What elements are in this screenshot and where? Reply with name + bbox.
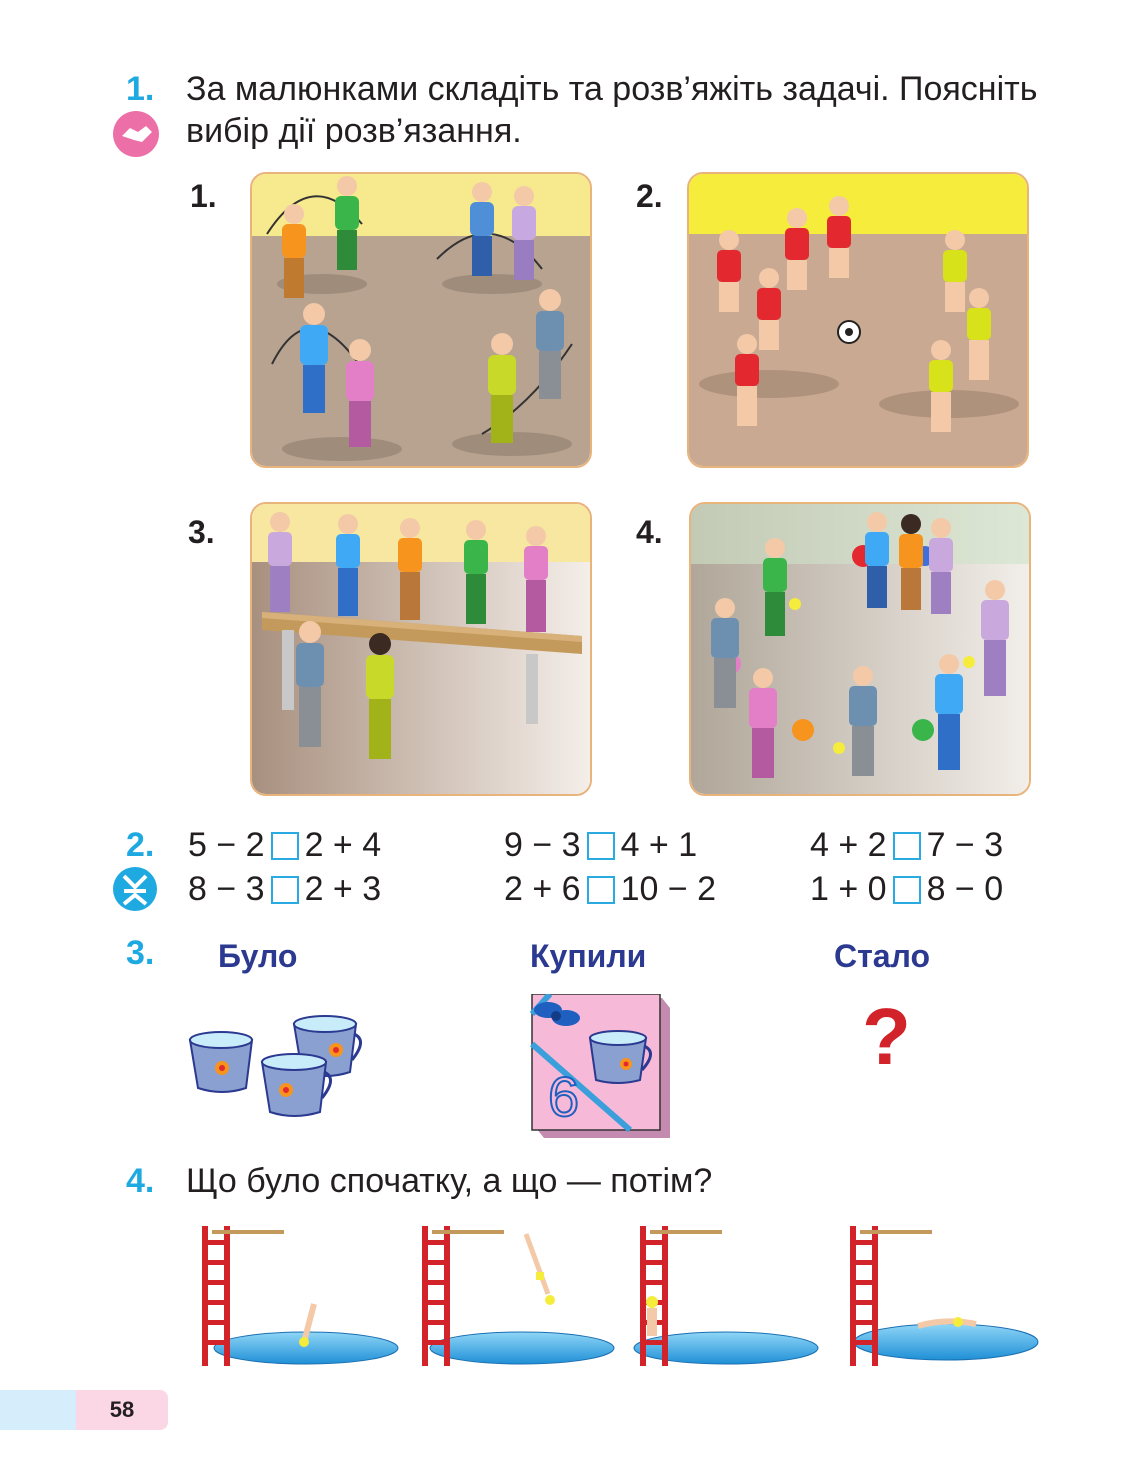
handshake-icon <box>112 110 160 158</box>
expression-5: 2 + 6 10 − 2 <box>504 870 716 909</box>
expression-left: 4 + 2 <box>810 826 887 864</box>
compare-icon <box>112 866 158 912</box>
expression-left: 1 + 0 <box>810 870 887 908</box>
picture-label-3: 3. <box>188 514 215 550</box>
expression-left: 8 − 3 <box>188 870 265 908</box>
task1-text-line1: За малюнками складіть та розв’яжіть зада… <box>186 70 1038 108</box>
expression-right: 2 + 4 <box>304 826 382 864</box>
expression-left: 2 + 6 <box>504 870 581 908</box>
task4-number: 4. <box>126 1162 155 1200</box>
gift-box-number: 6 <box>547 1064 580 1129</box>
cups-illustration <box>186 1010 370 1122</box>
expression-6: 1 + 0 8 − 0 <box>810 870 1003 909</box>
expression-1: 5 − 2 2 + 4 <box>188 826 381 865</box>
question-mark: ? <box>862 992 911 1081</box>
expression-right: 10 − 2 <box>620 870 717 908</box>
diving-sequence <box>196 1224 1046 1374</box>
picture-jump-rope <box>250 172 592 468</box>
expression-right: 4 + 1 <box>620 826 698 864</box>
expression-left: 5 − 2 <box>188 826 265 864</box>
picture-balance-beam <box>250 502 592 796</box>
picture-balls <box>689 502 1031 796</box>
expression-right: 2 + 3 <box>304 870 382 908</box>
answer-box[interactable] <box>892 831 921 860</box>
page-number: 58 <box>76 1390 168 1430</box>
picture-label-2: 2. <box>636 178 663 214</box>
picture-label-1: 1. <box>190 178 217 214</box>
answer-box[interactable] <box>586 831 615 860</box>
answer-box[interactable] <box>892 875 921 904</box>
heading-became: Стало <box>834 938 931 974</box>
page-tab <box>0 1390 76 1430</box>
picture-label-4: 4. <box>636 514 663 550</box>
heading-was: Було <box>218 938 298 974</box>
expression-4: 8 − 3 2 + 3 <box>188 870 381 909</box>
expression-3: 4 + 2 7 − 3 <box>810 826 1003 865</box>
task1-text-line2: вибір дії розв’язання. <box>186 112 522 150</box>
answer-box[interactable] <box>270 831 299 860</box>
task4-text: Що було спочатку, а що — потім? <box>186 1162 713 1200</box>
expression-2: 9 − 3 4 + 1 <box>504 826 697 865</box>
expression-right: 7 − 3 <box>926 826 1004 864</box>
gift-box: 6 <box>529 991 672 1140</box>
task2-number: 2. <box>126 826 155 864</box>
expression-right: 8 − 0 <box>926 870 1004 908</box>
expression-left: 9 − 3 <box>504 826 581 864</box>
task3-number: 3. <box>126 934 155 972</box>
answer-box[interactable] <box>270 875 299 904</box>
picture-football <box>687 172 1029 468</box>
task1-number: 1. <box>126 70 155 108</box>
heading-bought: Купили <box>530 938 647 974</box>
answer-box[interactable] <box>586 875 615 904</box>
